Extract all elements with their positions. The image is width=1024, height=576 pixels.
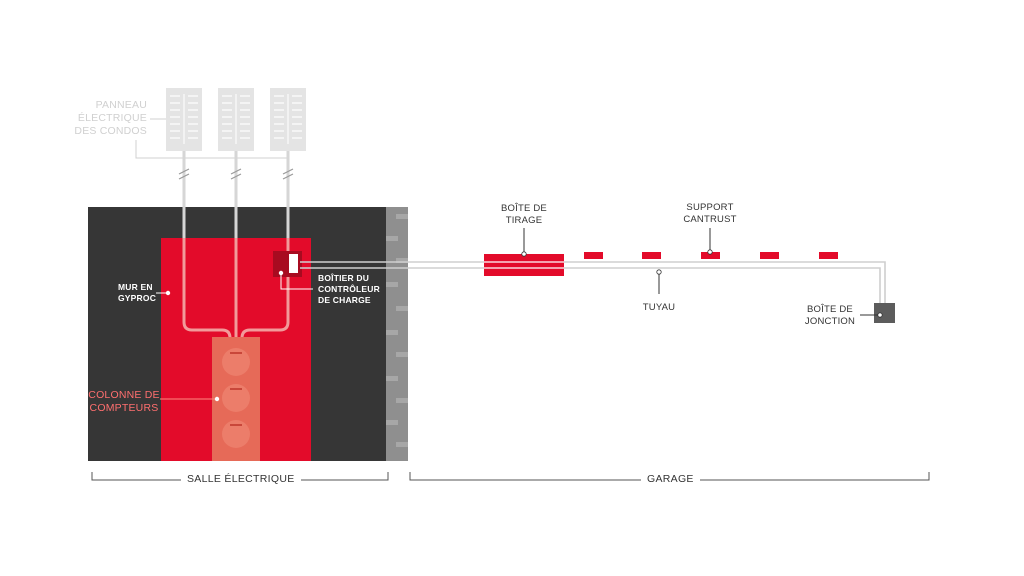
pull-box xyxy=(484,254,564,276)
condo-panels-label: PANNEAU ÉLECTRIQUE DES CONDOS xyxy=(74,99,147,137)
pipe-label: TUYAU xyxy=(642,302,676,313)
junction-box xyxy=(874,303,895,323)
cantrust-supports xyxy=(584,252,838,259)
brick-wall xyxy=(386,207,408,461)
pull-box-label: BOÎTE DE TIRAGE xyxy=(501,203,547,226)
panel-label-bracket xyxy=(135,118,289,159)
cantrust-support-2 xyxy=(642,252,661,259)
meter-2 xyxy=(222,384,250,412)
garage-section-label: GARAGE xyxy=(641,473,700,486)
leader-dots xyxy=(165,249,883,402)
cantrust-support-3 xyxy=(701,252,720,259)
cantrust-support-label: SUPPORT CANTRUST xyxy=(683,202,737,225)
meter-1 xyxy=(222,348,250,376)
load-controller-label: BOÎTIER DU CONTRÔLEUR DE CHARGE xyxy=(318,273,380,305)
condo-panel-3 xyxy=(270,88,306,151)
cantrust-support-4 xyxy=(760,252,779,259)
condo-panel-2 xyxy=(218,88,254,151)
load-controller-box xyxy=(273,251,302,277)
drywall-label: MUR EN GYPROC xyxy=(118,282,157,303)
condo-panels xyxy=(166,88,306,151)
cantrust-support-1 xyxy=(584,252,603,259)
meter-column-label: COLONNE DE COMPTEURS xyxy=(88,389,160,414)
leader-lines xyxy=(156,228,880,400)
panel-cables xyxy=(178,151,294,339)
junction-box-label: BOÎTE DE JONCTION xyxy=(804,304,856,327)
condo-panel-1 xyxy=(166,88,202,151)
meter-column xyxy=(212,337,260,461)
cantrust-support-5 xyxy=(819,252,838,259)
meter-3 xyxy=(222,420,250,448)
electrical-room-section-label: SALLE ÉLECTRIQUE xyxy=(181,473,301,486)
